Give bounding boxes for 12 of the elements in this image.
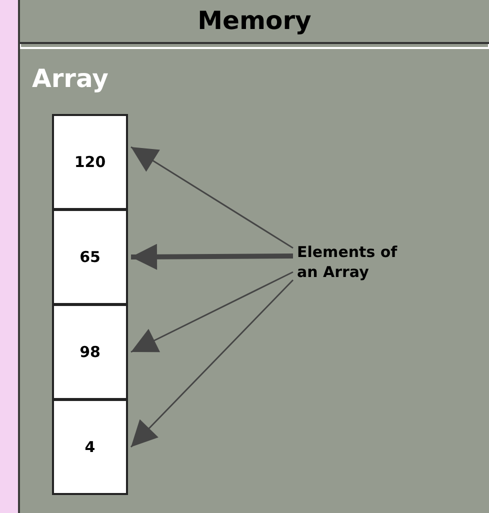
memory-panel bbox=[18, 0, 489, 513]
array-cell: 98 bbox=[52, 304, 128, 400]
array-cell: 4 bbox=[52, 399, 128, 495]
array-heading: Array bbox=[32, 64, 108, 93]
array-cell: 65 bbox=[52, 209, 128, 305]
panel-title: Memory bbox=[198, 6, 312, 34]
arrow bbox=[130, 271, 294, 353]
arrow bbox=[130, 279, 294, 448]
arrow bbox=[130, 146, 294, 249]
arrow bbox=[130, 244, 294, 270]
array-cell: 120 bbox=[52, 114, 128, 210]
callout-text: Elements of an Array bbox=[297, 242, 417, 284]
